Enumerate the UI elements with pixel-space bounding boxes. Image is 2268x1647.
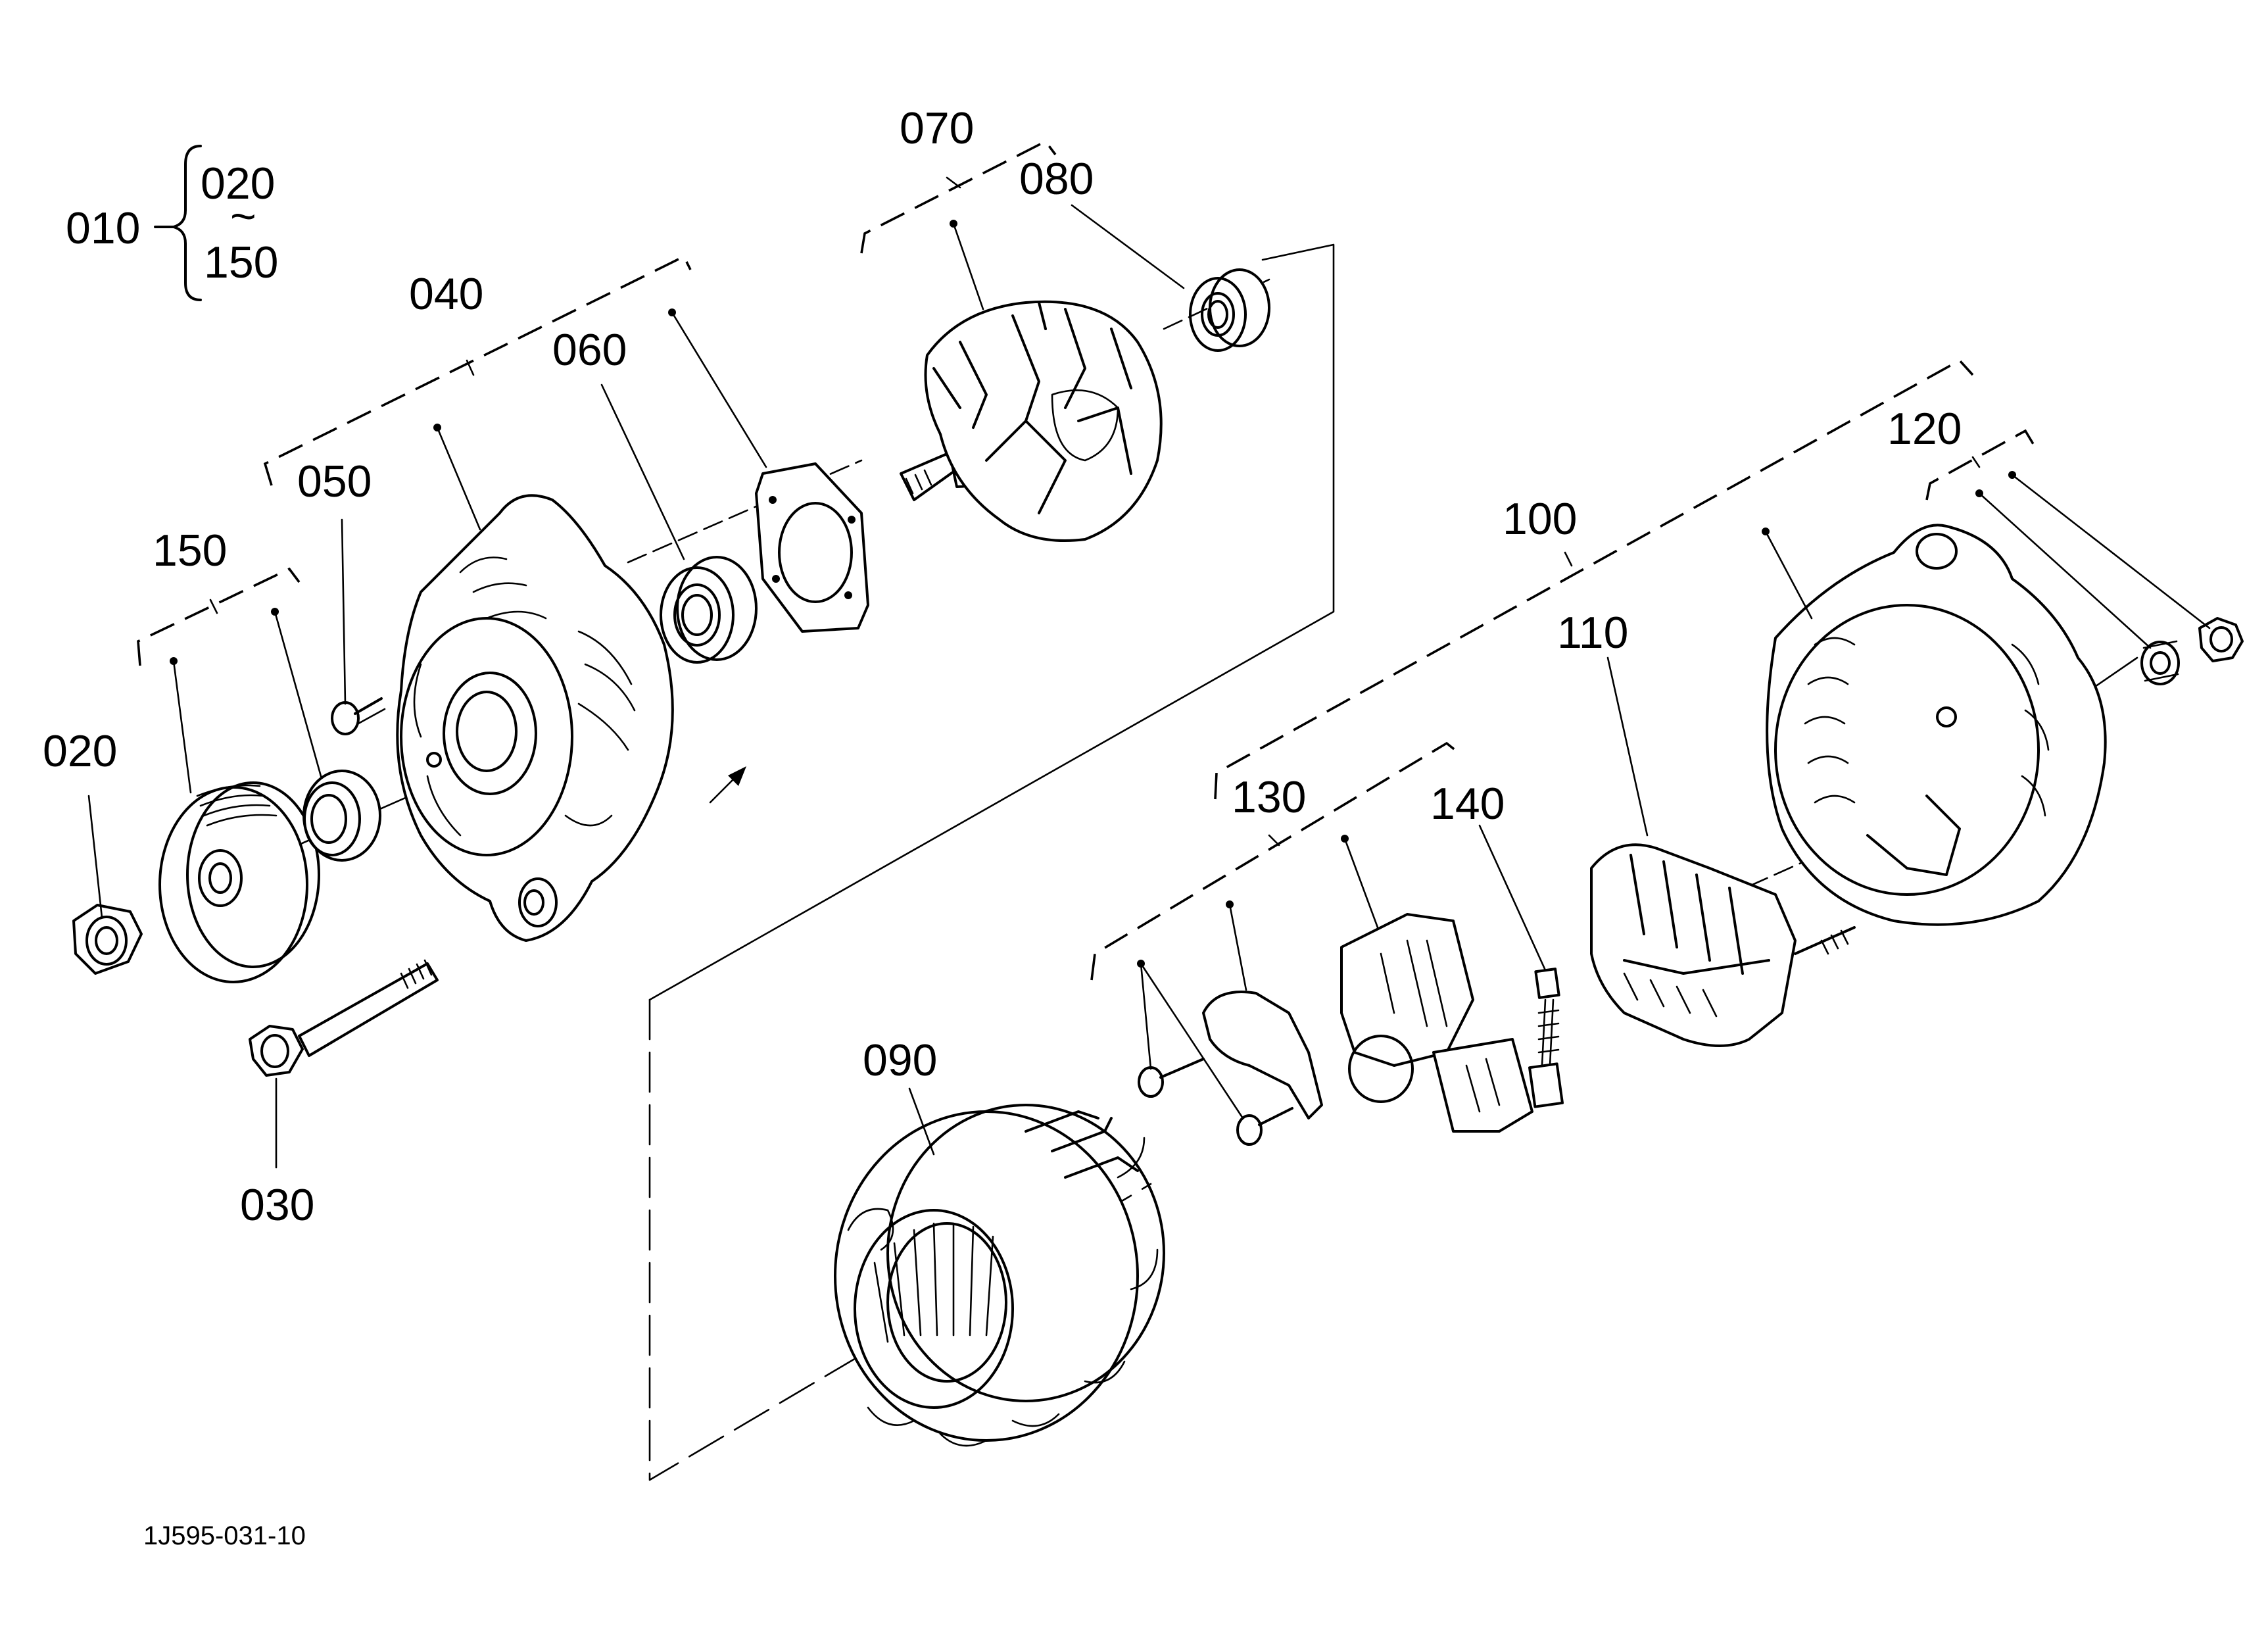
regulator-screw-2[interactable]	[1236, 1107, 1293, 1146]
nut-020[interactable]	[72, 904, 143, 975]
label-140: 140	[1430, 779, 1505, 829]
group-bracket-070	[860, 139, 1057, 254]
group-bracket-130	[1090, 741, 1464, 981]
label-020: 020	[43, 726, 117, 776]
rear-frame-100[interactable]	[1766, 524, 2107, 926]
rotor-070[interactable]	[900, 300, 1163, 542]
front-bearing-060[interactable]	[660, 556, 758, 664]
label-120: 120	[1887, 404, 1962, 454]
label-110: 110	[1557, 608, 1628, 658]
callout-labels: 020 150 050 040 060 070 080 030 100 120 …	[43, 103, 1962, 1230]
label-070: 070	[900, 103, 974, 153]
label-range-150: 150	[204, 237, 278, 287]
screw-050[interactable]	[331, 697, 386, 735]
label-100: 100	[1503, 494, 1577, 544]
terminal-120[interactable]	[2140, 640, 2180, 685]
drive-end-frame-040[interactable]	[396, 494, 674, 942]
group-bracket-150	[137, 567, 301, 666]
pulley-150[interactable]	[158, 781, 320, 983]
label-090: 090	[863, 1035, 937, 1085]
group-bracket-040	[263, 255, 692, 486]
retainer-plate[interactable]	[755, 462, 869, 633]
assembly-range-bracket: 010 020 ~ 150	[66, 145, 278, 301]
label-080: 080	[1019, 154, 1094, 204]
figure-code: 1J595-031-10	[143, 1521, 306, 1550]
leader-lines	[87, 204, 2211, 1169]
label-030: 030	[240, 1180, 314, 1230]
collar-150[interactable]	[302, 770, 381, 862]
group-bracket-120	[1925, 429, 2035, 501]
stator-090[interactable]	[834, 1104, 1165, 1447]
group-bracket-100	[1214, 358, 1974, 800]
terminal-nut-120[interactable]	[2198, 617, 2244, 662]
label-010: 010	[66, 203, 140, 253]
through-bolt-030[interactable]	[249, 959, 439, 1077]
label-150: 150	[153, 526, 227, 576]
label-050: 050	[297, 456, 372, 506]
rear-bearing-080[interactable]	[1189, 268, 1270, 352]
brush-140[interactable]	[1528, 968, 1564, 1108]
label-040: 040	[409, 269, 483, 319]
label-range-sep: ~	[230, 191, 256, 241]
rectifier-holder-110[interactable]	[1590, 843, 1856, 1047]
label-range-020: 020	[201, 159, 275, 209]
label-130: 130	[1232, 772, 1306, 822]
regulator-130[interactable]	[1202, 913, 1533, 1133]
label-060: 060	[552, 325, 627, 375]
regulator-screw-1[interactable]	[1138, 1058, 1205, 1098]
